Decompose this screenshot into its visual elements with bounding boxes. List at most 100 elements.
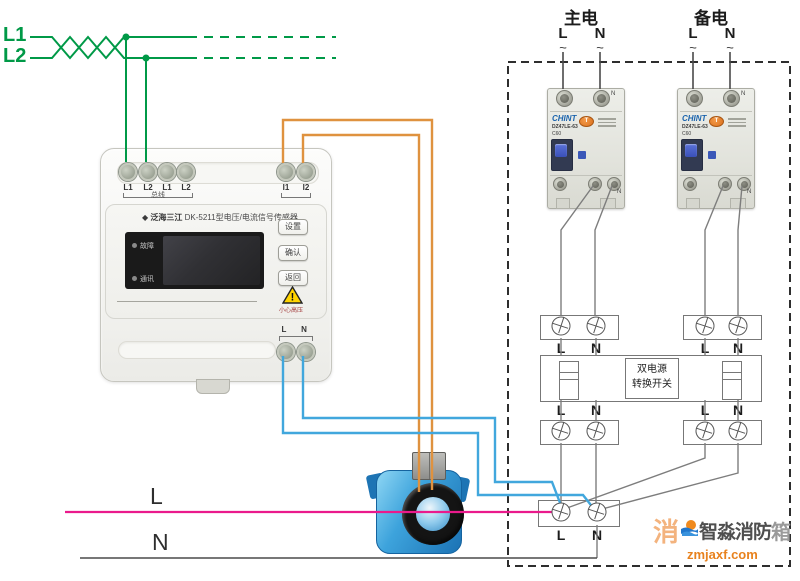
backup-power-title: 备电 [694,9,728,28]
main-n-ac-symbol: ~ [596,40,604,55]
breaker-foot [556,198,570,209]
breaker-top-screw-l [556,90,573,107]
breaker-model: DZ47LE-63 [552,124,578,130]
breaker-top-screw-l [686,90,703,107]
bus-line-l1-label: L1 [3,24,27,46]
confirm-button[interactable]: 确认 [278,245,308,261]
fault-led-label: 故障 [140,243,154,250]
output-block-n-label: N [591,527,603,543]
back-button[interactable]: 返回 [278,270,308,286]
terminal-label: I1 [282,183,290,192]
watermark-suffix: 箱 [771,522,792,544]
watermark-url: zmjaxf.com [687,547,758,562]
watermark-brand: 智淼消防 [699,522,772,543]
main-n-label: N [594,25,606,42]
breaker-toggle-switch[interactable] [681,139,703,171]
wire-ts-right-l-out [566,443,706,509]
breaker-rating: C60 [552,131,562,137]
output-l-label: L [281,325,287,334]
sensor-device: L1 L2 L1 L2 I1 I2 总线 ◆ 泛海三江 DK-5211型电压/电… [100,148,332,394]
watermark-prefix: 消 [653,517,680,547]
breaker-bottom-screw-l [588,177,602,191]
breaker-bottom-screw-aux [553,177,567,191]
output-terminal-block [538,500,620,527]
backup-n-ac-symbol: ~ [726,40,734,55]
backup-breaker: N CHINT DZ47LE-63 C60 T N [677,88,755,209]
ts-label: N [732,340,744,356]
breaker-test-button[interactable]: T [709,116,724,127]
din-rail-clip [196,379,230,394]
feeder-l-label: L [150,483,163,509]
breaker-divider [680,111,752,112]
backup-l-ac-symbol: ~ [689,40,697,55]
breaker-top-screw-n [723,90,740,107]
device-model: DK-5211型电压/电流信号传感器 [184,213,298,222]
output-block-l-label: L [556,527,566,543]
bus-bracket-label: 总线 [151,192,165,199]
breaker-indicator-chip [708,151,716,159]
transfer-switch-label: 双电源 转换开关 [625,358,679,399]
device-title: ◆ 泛海三江 DK-5211型电压/电流信号传感器 [142,212,298,223]
brand-logo-icon: ◆ [142,213,149,222]
ts-label: L [556,402,566,418]
panel-divider [117,301,257,302]
set-button[interactable]: 设置 [278,219,308,235]
terminal-i2 [297,163,315,181]
ts-label: N [590,402,602,418]
terminal-label: L2 [181,183,191,192]
main-l-ac-symbol: ~ [559,40,567,55]
ts-label: N [732,402,744,418]
breaker-bottom-screw-aux [683,177,697,191]
terminal-l2-a [139,163,157,181]
junction-dot [122,33,130,41]
output-bracket [279,336,313,341]
terminal-label: L1 [123,183,133,192]
breaker-foot [730,198,746,209]
main-l-label: L [558,25,568,42]
wire-bus-l2 [30,35,188,60]
fault-led-icon [132,243,137,248]
ct-wire-connector [412,452,446,480]
feeder-n-label: N [152,529,169,555]
ct-core-ring [402,483,464,545]
comm-led-icon [132,276,137,281]
breaker-divider [550,111,622,112]
breaker-model: DZ47LE-63 [682,124,708,130]
main-power-title: 主电 [564,9,598,28]
device-front-panel: ◆ 泛海三江 DK-5211型电压/电流信号传感器 故障 通讯 设置 确认 返回… [105,204,327,319]
warning-label: 小心高压 [279,308,304,314]
transfer-switch-label-line2: 转换开关 [632,379,672,390]
breaker-divider [550,175,622,176]
breaker-n-mark: N [741,91,746,97]
terminal-label: L1 [162,183,172,192]
breaker-toggle-switch[interactable] [551,139,573,171]
terminal-i1 [277,163,295,181]
wire-bus-l1 [30,35,188,60]
ts-label: L [700,340,710,356]
bus-line-l2-label: L2 [3,45,27,67]
ts-label: L [556,340,566,356]
current-transformer [365,450,471,560]
ts-right-switch-symbol[interactable] [722,361,742,400]
current-bracket [281,193,311,198]
watermark-logo-icon [680,519,699,542]
ts-label: L [700,402,710,418]
lcd-screen [163,236,260,285]
breaker-indicator-chip [578,151,586,159]
main-breaker: N CHINT DZ47LE-63 C60 T N [547,88,625,209]
breaker-spec-print [598,116,616,129]
breaker-divider [680,175,752,176]
breaker-test-button[interactable]: T [579,116,594,127]
breaker-n-mark: N [747,189,752,195]
wire-ts-right-n-out [601,443,739,510]
breaker-brand: CHINT [682,114,707,123]
backup-n-label: N [724,25,736,42]
bus-bracket: 总线 [123,192,193,199]
breaker-rating: C60 [682,131,692,137]
output-n-label: N [301,325,307,334]
terminal-label: I2 [302,183,310,192]
breaker-n-mark: N [611,91,616,97]
terminal-l1-b [158,163,176,181]
ts-left-switch-symbol[interactable] [559,361,579,400]
